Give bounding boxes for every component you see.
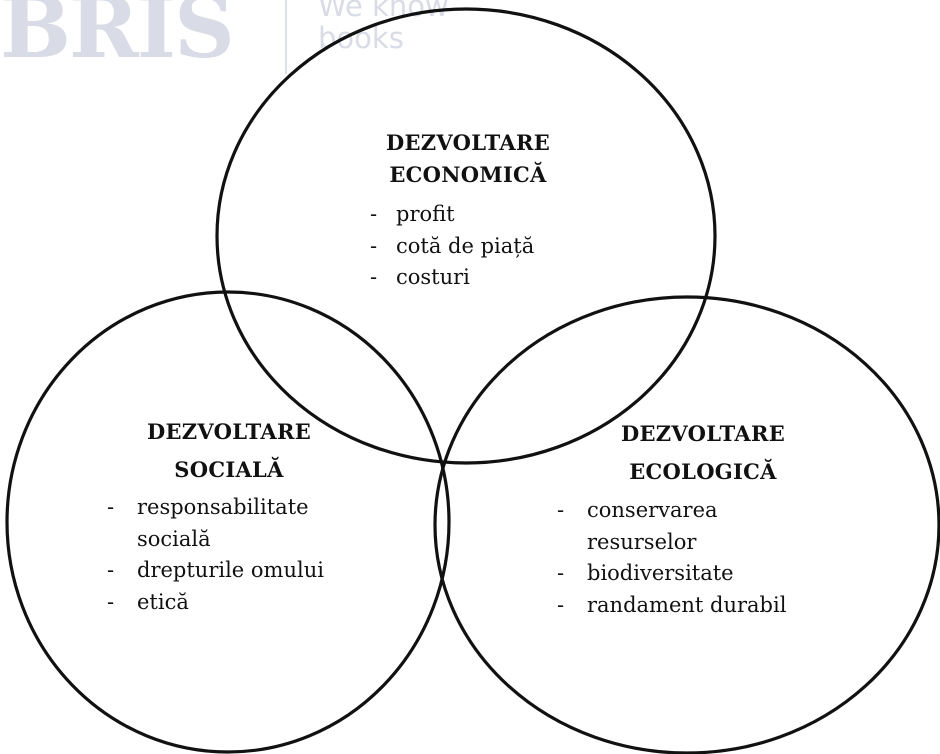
watermark-tagline: We know books	[318, 0, 449, 54]
circle-economic-development	[215, 7, 717, 465]
social-item: etică	[107, 587, 357, 619]
economic-item: cotă de piață	[370, 231, 590, 263]
ecological-item: randament durabil	[557, 590, 837, 622]
economic-development-title: DEZVOLTARE ECONOMICĂ	[368, 127, 568, 191]
watermark-divider	[285, 0, 287, 74]
ecological-title-line-2: ECOLOGICĂ	[629, 459, 777, 484]
economic-title-line-1: DEZVOLTARE	[385, 130, 551, 155]
social-development-title: DEZVOLTARE SOCIALĂ	[129, 416, 329, 486]
economic-items-list: profit cotă de piață costuri	[370, 199, 590, 294]
ecological-title-line-1: DEZVOLTARE	[620, 421, 786, 446]
social-title-line-2: SOCIALĂ	[174, 457, 284, 482]
ecological-item: biodiversitate	[557, 558, 837, 590]
circle-social-development	[5, 290, 451, 754]
economic-item: costuri	[370, 262, 590, 294]
circle-ecological-development	[433, 295, 940, 754]
social-title-line-1: DEZVOLTARE	[146, 419, 312, 444]
ecological-item: conservarea resurselor	[557, 495, 732, 558]
watermark-logo: BRIS	[0, 0, 235, 77]
ecological-items-list: conservarea resurselor biodiversitate ra…	[557, 495, 837, 621]
watermark-tagline-line-2: books	[318, 21, 404, 55]
economic-item: profit	[370, 199, 590, 231]
ecological-development-title: DEZVOLTARE ECOLOGICĂ	[603, 418, 803, 488]
economic-title-line-2: ECONOMICĂ	[389, 162, 547, 187]
watermark-tagline-line-1: We know	[318, 0, 449, 23]
social-items-list: responsabilitate socială drepturile omul…	[107, 492, 357, 618]
social-item: drepturile omului	[107, 555, 357, 587]
social-item: responsabilitate socială	[107, 492, 332, 555]
